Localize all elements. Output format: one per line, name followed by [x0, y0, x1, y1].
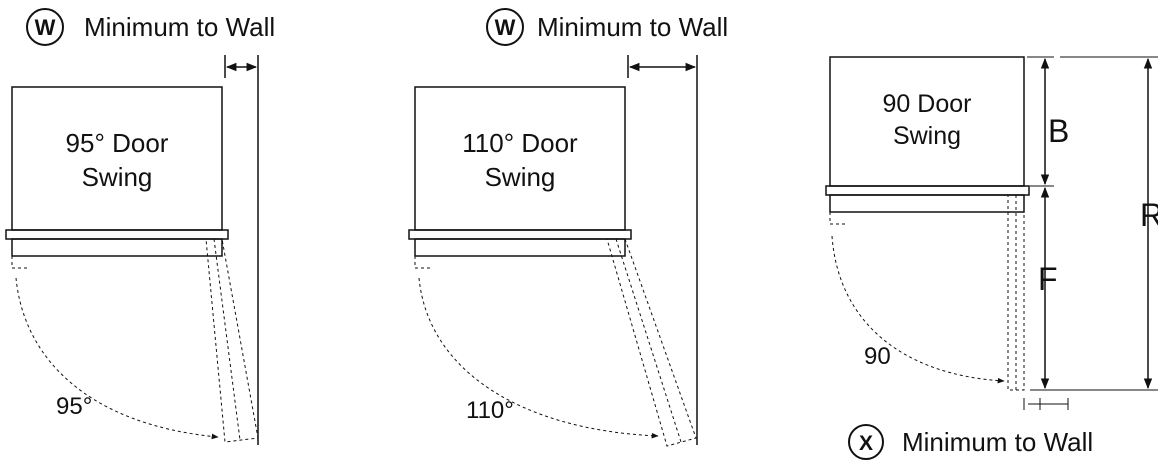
box-title-line2-90: Swing [893, 122, 961, 150]
dimension-r-label: R [1140, 197, 1158, 233]
angle-label-110: 110° [466, 397, 514, 424]
wall-badge-x-90: X [848, 424, 884, 460]
closed-door-110 [414, 238, 626, 257]
wall-badge-letter: W [495, 15, 516, 40]
face-frame-95 [5, 229, 229, 240]
wall-label-95: Minimum to Wall [84, 12, 275, 42]
swing-arc-110 [418, 277, 659, 439]
face-frame-90 [825, 185, 1030, 196]
wall-label-90: Minimum to Wall [902, 427, 1093, 457]
swing-arc-95 [15, 277, 219, 440]
wall-badge-letter: X [859, 432, 873, 455]
dimension-f-label: F [1038, 261, 1058, 297]
wall-badge-letter: W [35, 15, 56, 40]
closed-door-95 [11, 238, 223, 257]
dimension-b-label: B [1048, 113, 1069, 149]
wall-dimension-95 [224, 55, 259, 78]
wall-dimension-90 [1023, 398, 1069, 410]
closed-door-90 [829, 194, 1025, 213]
swung-door-110 [606, 238, 697, 447]
closed-door-edge-110 [414, 256, 433, 269]
face-frame-110 [408, 229, 632, 240]
swung-door-95 [205, 238, 259, 443]
closed-door-edge-90 [829, 212, 846, 225]
wall-label-110: Minimum to Wall [537, 12, 728, 42]
wall-dimension-110 [627, 55, 698, 78]
swing-arc-90 [831, 235, 1005, 384]
cabinet-box-95 [11, 86, 223, 231]
box-title-line2-95: Swing [82, 162, 153, 192]
wall-badge-w-95: W [26, 8, 64, 46]
cabinet-box-110 [414, 86, 626, 231]
angle-label-95: 95° [56, 393, 92, 420]
dimension-r [1060, 56, 1158, 390]
box-title-line1-90: 90 Door [883, 90, 972, 118]
box-title-line2-110: Swing [485, 162, 556, 192]
swung-door-90 [1007, 194, 1025, 391]
angle-label-90: 90 [864, 343, 891, 370]
panel-90-degree: 90 Door Swing 90 B F R [825, 56, 1158, 460]
box-title-line1-95: 95° Door [66, 128, 169, 158]
panel-110-degree: W Minimum to Wall 110° Door Swing 110° [408, 8, 728, 447]
closed-door-edge-95 [11, 256, 30, 269]
panel-95-degree: W Minimum to Wall 95° Door Swing 95° [5, 8, 275, 445]
dimension-b-f [1027, 56, 1158, 391]
box-title-line1-110: 110° Door [462, 128, 578, 158]
wall-badge-w-110: W [486, 8, 524, 46]
